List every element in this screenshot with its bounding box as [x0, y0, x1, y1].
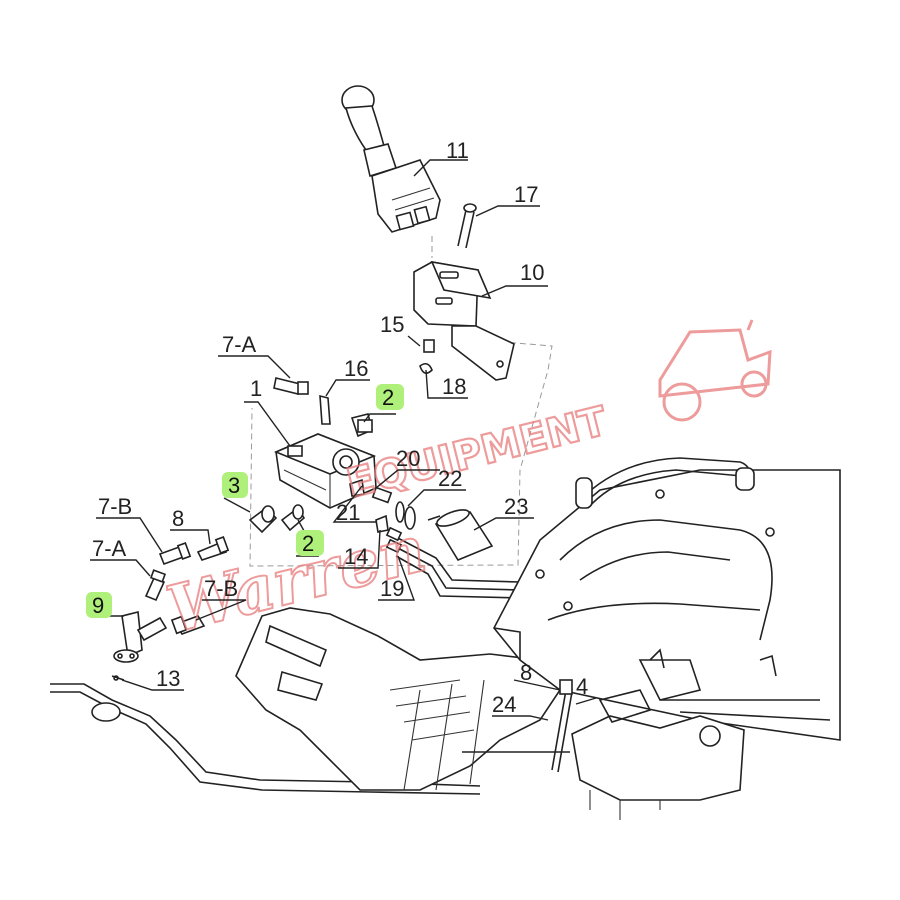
callout-labels: 11 17 10 15 18 7-A 16 1 2 20 22 3 21 23 …	[92, 138, 588, 717]
callout-14: 14	[344, 544, 368, 569]
watermark-tractor-icon	[658, 319, 772, 422]
elbow-2-top-part	[350, 413, 373, 438]
callout-7a-left: 7-A	[92, 536, 127, 561]
callout-3: 3	[228, 473, 240, 498]
callout-22: 22	[438, 466, 462, 491]
linkage-mechanism-4	[571, 648, 831, 820]
callout-9: 9	[92, 593, 104, 618]
callout-7a-top: 7-A	[222, 332, 257, 357]
callout-2-bottom: 2	[302, 531, 314, 556]
callout-8-left: 8	[172, 506, 184, 531]
mounting-bracket-part	[413, 260, 515, 381]
callout-2-top: 2	[382, 385, 394, 410]
clip-13-part	[111, 675, 125, 681]
callout-15: 15	[380, 312, 404, 337]
fender-platform	[235, 607, 561, 791]
callout-19: 19	[380, 576, 404, 601]
hydraulic-pipes-19-part	[385, 526, 521, 599]
chassis-rail	[50, 683, 481, 795]
callout-7b-mid: 7-B	[204, 576, 238, 601]
callout-10: 10	[520, 260, 544, 285]
callout-1: 1	[250, 376, 262, 401]
pin-16-part	[319, 394, 331, 425]
control-rod-24	[462, 679, 573, 773]
callout-21: 21	[336, 500, 360, 525]
callout-13: 13	[156, 666, 180, 691]
callout-17: 17	[514, 182, 538, 207]
callout-7b-left: 7-B	[98, 494, 132, 519]
joystick-lever-part	[341, 85, 441, 233]
bolts-17-part	[457, 203, 477, 249]
fitting-7a-top-part	[273, 377, 309, 395]
small-fastener-parts	[419, 339, 435, 374]
callout-20: 20	[396, 446, 420, 471]
callout-8-right: 8	[520, 660, 532, 685]
elbow-pipe-9-part	[113, 611, 168, 663]
fittings-20-21-14-part	[349, 478, 393, 533]
cylinder-23-part	[427, 509, 494, 561]
fitting-7b-mid-part	[170, 615, 206, 635]
callout-23: 23	[504, 494, 528, 519]
seals-22-part	[395, 501, 416, 530]
fittings-7b-8-left-part	[158, 536, 230, 566]
callout-16: 16	[344, 356, 368, 381]
highlight-badges	[86, 384, 404, 618]
callout-24: 24	[492, 692, 516, 717]
assembly-guides	[249, 236, 553, 567]
leader-lines	[90, 159, 597, 721]
callout-18: 18	[442, 374, 466, 399]
callout-11: 11	[446, 138, 469, 163]
fitting-7a-left-part	[144, 569, 167, 602]
operator-seat	[493, 457, 841, 741]
fittings-3-2-part	[248, 504, 306, 534]
callout-4: 4	[576, 674, 588, 699]
